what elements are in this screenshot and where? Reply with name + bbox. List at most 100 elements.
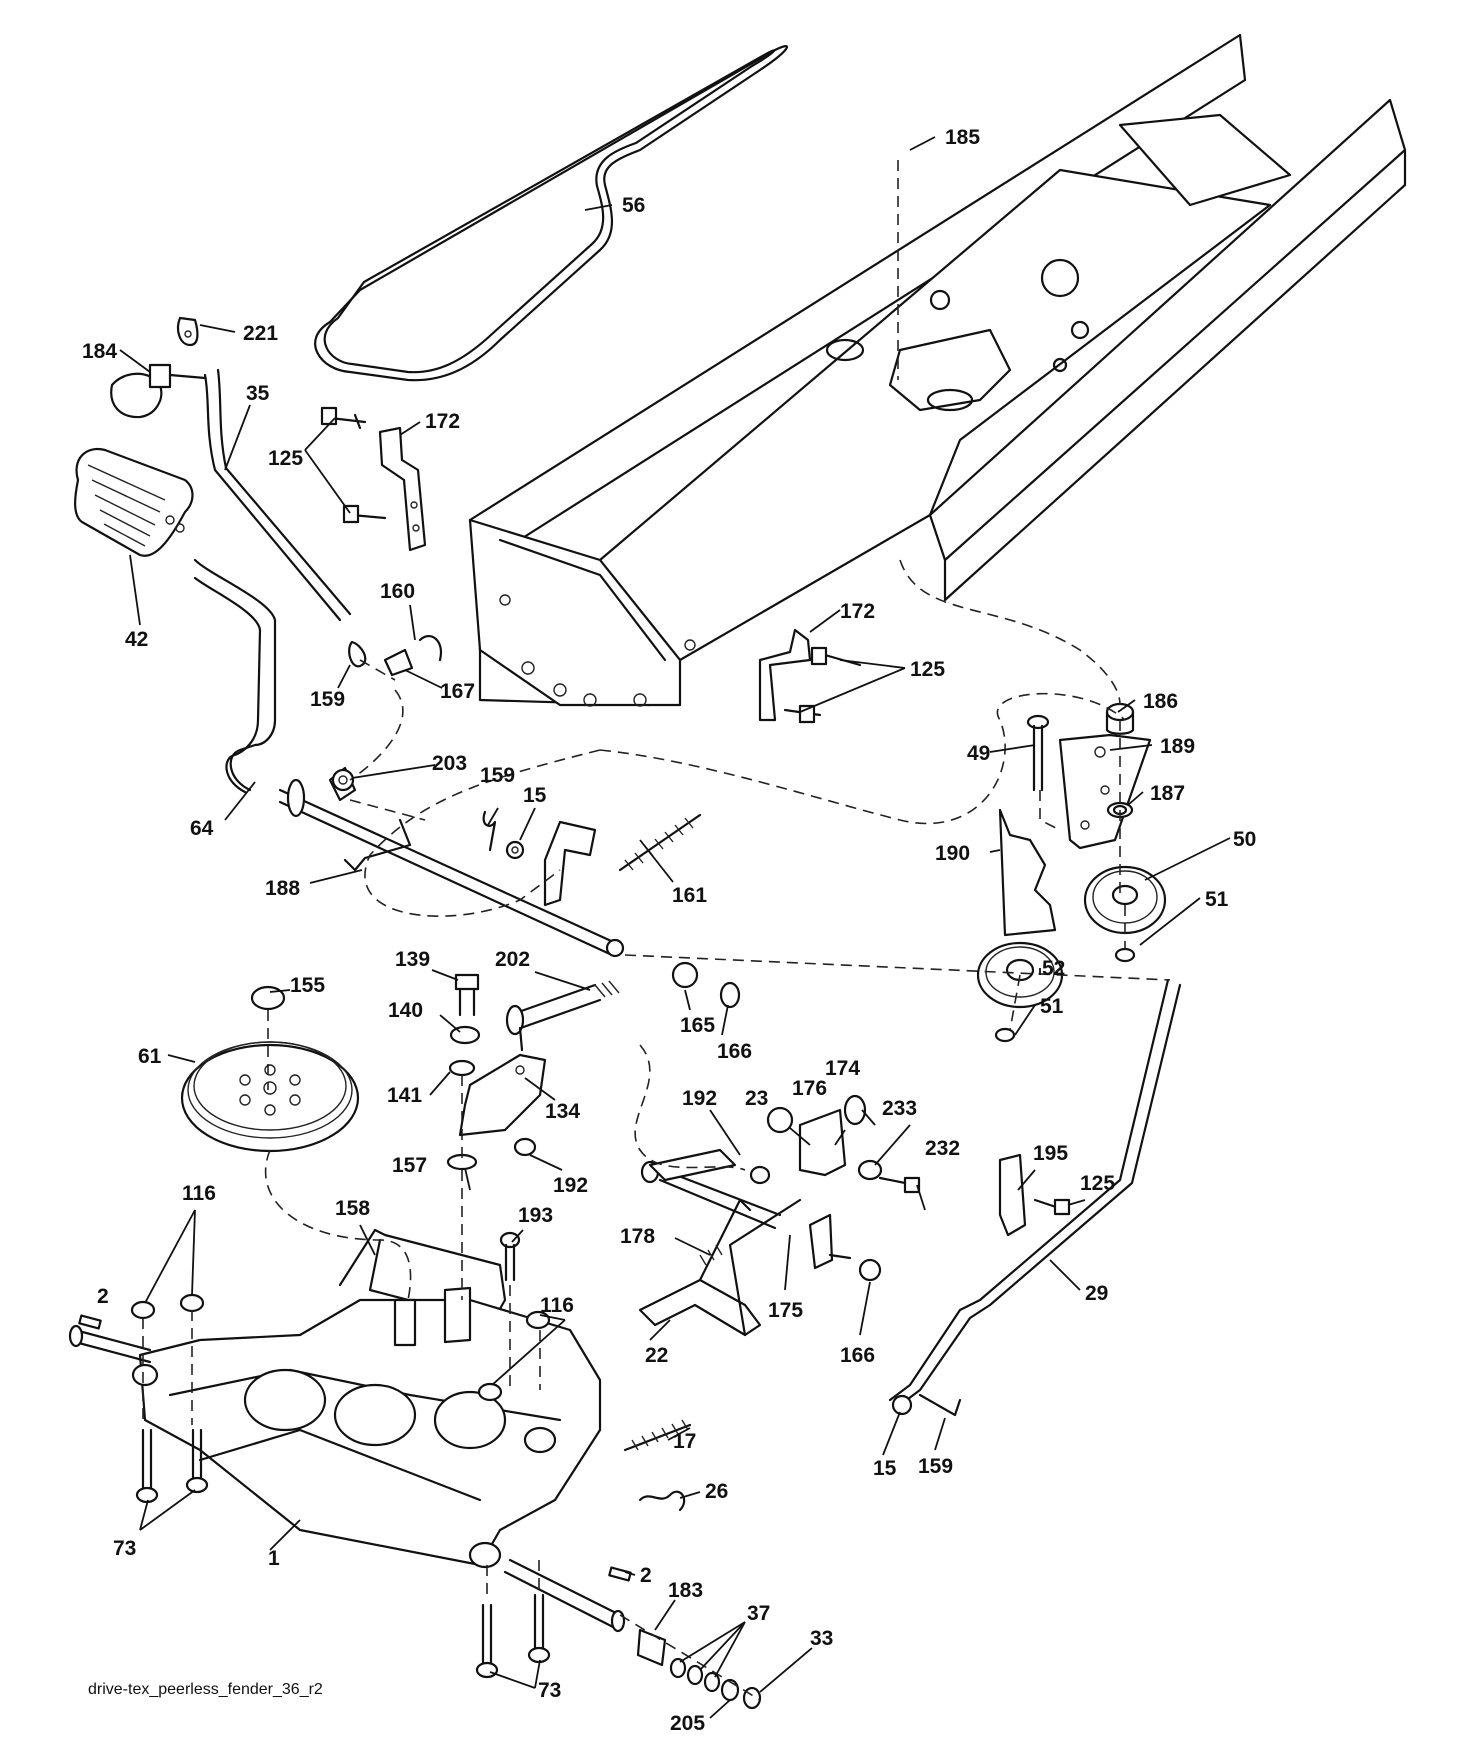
callout-35: 35 <box>246 382 270 405</box>
callout-73-right: 73 <box>538 1679 561 1702</box>
diagram-caption: drive-tex_peerless_fender_36_r2 <box>88 1681 323 1698</box>
callout-52: 52 <box>1042 957 1065 980</box>
callout-161: 161 <box>672 884 707 907</box>
callout-174: 174 <box>825 1057 860 1080</box>
callout-166-lower: 166 <box>840 1344 875 1367</box>
bracket-176 <box>749 1094 921 1194</box>
callout-183: 183 <box>668 1579 703 1602</box>
callout-2-left: 2 <box>97 1285 109 1308</box>
callout-42: 42 <box>125 628 148 651</box>
callout-73-left: 73 <box>113 1537 136 1560</box>
callout-157: 157 <box>392 1154 427 1177</box>
callout-188: 188 <box>265 877 300 900</box>
callout-116-left: 116 <box>182 1182 216 1205</box>
chassis-frame <box>468 33 1407 707</box>
pulley-61 <box>180 1041 360 1153</box>
callout-178: 178 <box>620 1225 655 1248</box>
leader-lines <box>119 136 1231 1719</box>
callout-15-upper: 15 <box>523 784 547 807</box>
pedal-assembly <box>74 316 352 794</box>
callout-139: 139 <box>395 948 430 971</box>
callout-37: 37 <box>747 1602 770 1625</box>
callout-158: 158 <box>335 1197 370 1220</box>
lever-assembly-22 <box>638 1148 802 1337</box>
callout-165: 165 <box>680 1014 715 1037</box>
drive-belt-56 <box>314 45 788 382</box>
callout-22: 22 <box>645 1344 668 1367</box>
callout-189: 189 <box>1160 735 1195 758</box>
callout-61: 61 <box>138 1045 162 1068</box>
transaxle-1 <box>68 1286 626 1633</box>
callout-184: 184 <box>82 340 117 363</box>
idler-arm-189 <box>1026 702 1152 850</box>
brake-arm-175 <box>808 1213 882 1282</box>
callout-187: 187 <box>1150 782 1185 805</box>
cross-shaft-188 <box>278 766 625 958</box>
control-rod-29 <box>888 978 1182 1417</box>
callout-192-lower: 192 <box>553 1174 588 1197</box>
callout-160: 160 <box>380 580 415 603</box>
clip-155 <box>250 985 286 1011</box>
callout-221: 221 <box>243 322 278 345</box>
callout-51-upper: 51 <box>1205 888 1229 911</box>
callout-159-upper: 159 <box>310 688 345 711</box>
pins-and-clips <box>331 635 525 860</box>
callout-23: 23 <box>745 1087 768 1110</box>
callout-167: 167 <box>440 680 475 703</box>
callout-203: 203 <box>432 752 467 775</box>
callout-51-lower: 51 <box>1040 995 1064 1018</box>
callout-1: 1 <box>268 1547 280 1570</box>
callout-2-right: 2 <box>640 1564 652 1587</box>
callout-185: 185 <box>945 126 980 149</box>
callout-125-upper: 125 <box>268 447 303 470</box>
callout-176: 176 <box>792 1077 827 1100</box>
callout-195: 195 <box>1033 1142 1068 1165</box>
bracket-172-upper <box>320 406 427 552</box>
callout-141: 141 <box>387 1084 422 1107</box>
callout-233: 233 <box>882 1097 917 1120</box>
spring-161 <box>618 813 702 872</box>
callout-33: 33 <box>810 1627 833 1650</box>
callout-125-lower: 125 <box>910 658 945 681</box>
callout-202: 202 <box>495 948 530 971</box>
callout-192-upper: 192 <box>682 1087 717 1110</box>
callout-56: 56 <box>622 194 645 217</box>
bracket-190 <box>998 808 1057 937</box>
callout-15-lower: 15 <box>873 1457 897 1480</box>
key-2-left <box>78 1314 102 1330</box>
callout-190: 190 <box>935 842 970 865</box>
assembly-lines <box>142 160 1171 1701</box>
callout-232: 232 <box>925 1137 960 1160</box>
callout-175: 175 <box>768 1299 803 1322</box>
callout-29: 29 <box>1085 1282 1108 1305</box>
bushing-165-washer-166 <box>671 961 741 1009</box>
callout-49: 49 <box>967 742 990 765</box>
key-2-right <box>608 1566 632 1582</box>
spring-17 <box>623 1419 692 1452</box>
callout-193: 193 <box>518 1204 553 1227</box>
callout-172-upper: 172 <box>425 410 460 433</box>
callout-26: 26 <box>705 1480 728 1503</box>
callout-205: 205 <box>670 1712 705 1735</box>
spring-26 <box>638 1490 686 1512</box>
callout-125-right: 125 <box>1080 1172 1115 1195</box>
callout-labels: 56 185 221 184 35 172 125 42 160 172 125… <box>82 126 1256 1735</box>
axle-hardware <box>636 1628 762 1710</box>
callout-140: 140 <box>388 999 423 1022</box>
bolt-stack-139 <box>446 973 547 1171</box>
callout-116-right: 116 <box>540 1294 574 1317</box>
bracket-195 <box>998 1153 1071 1237</box>
callout-17: 17 <box>673 1430 696 1453</box>
callout-166-upper: 166 <box>717 1040 752 1063</box>
callout-155: 155 <box>290 974 325 997</box>
shaft-202 <box>505 980 620 1052</box>
callout-159-mid: 159 <box>480 764 515 787</box>
pulley-50 <box>1083 865 1167 963</box>
callout-50: 50 <box>1233 828 1256 851</box>
callout-159-lower: 159 <box>918 1455 953 1478</box>
callout-134: 134 <box>545 1100 580 1123</box>
callout-172-lower: 172 <box>840 600 875 623</box>
callout-186: 186 <box>1143 690 1178 713</box>
callout-64: 64 <box>190 817 214 840</box>
